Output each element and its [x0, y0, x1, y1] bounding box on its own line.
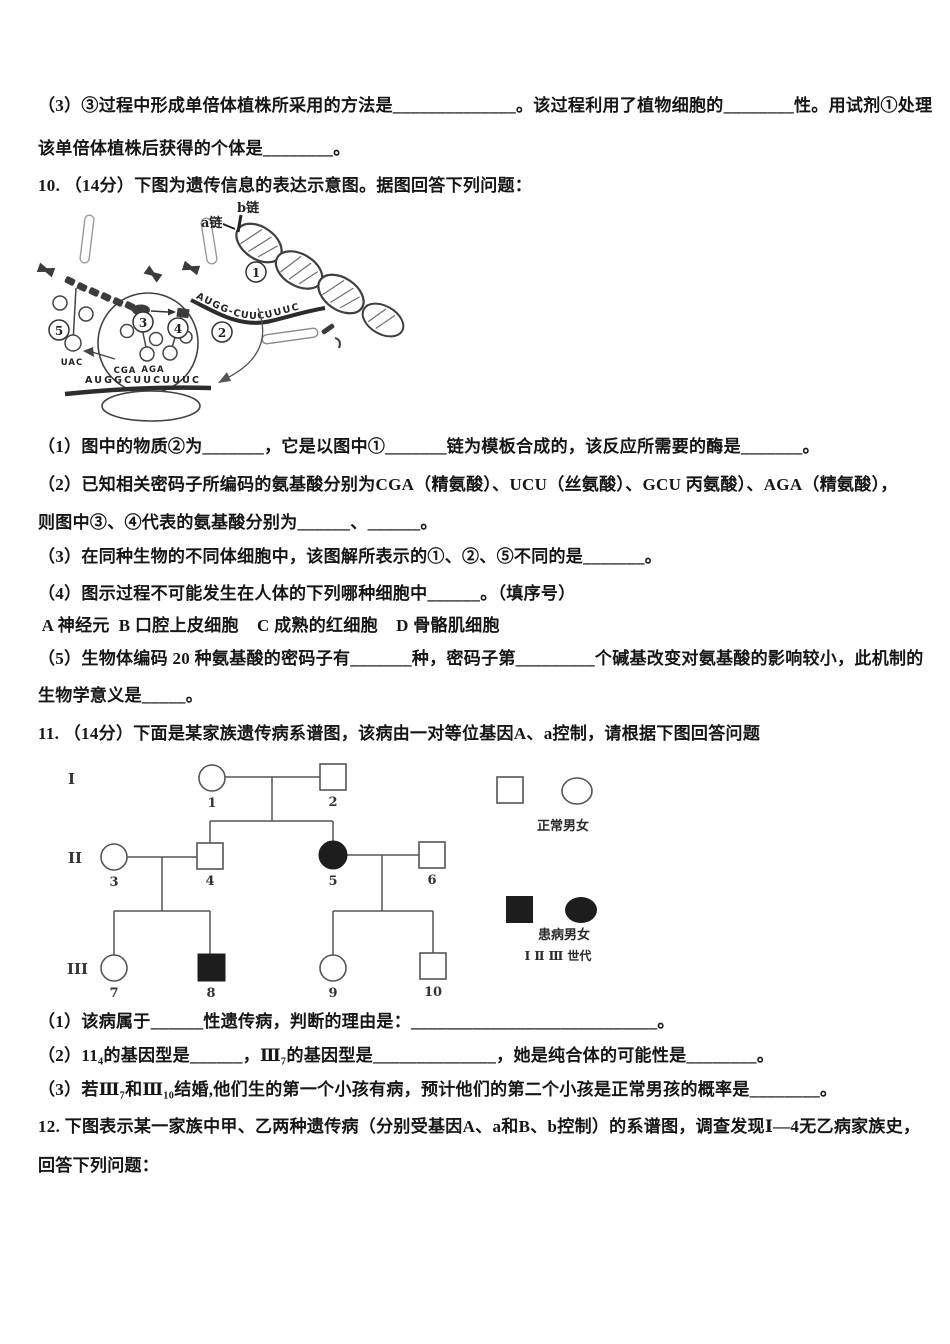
membrane-strip: [79, 214, 319, 345]
transfer-arrow: [150, 310, 169, 313]
free-amino-acid: [36, 260, 201, 283]
mrna-strand-ribosome: [64, 385, 212, 397]
q10-sub1: （1）图中的物质②为_______，它是以图中①_______链为模板合成的，该…: [38, 437, 820, 456]
strand-a-pointer: [222, 223, 236, 230]
pedigree-chart: I II III 1 2 3 4 5 6 7: [67, 763, 597, 1001]
svg-text:4: 4: [205, 874, 214, 889]
q10-sub5b: 生物学意义是_____。: [38, 686, 204, 705]
legend-affected-female-symbol: [565, 897, 597, 923]
generation-label-3: III: [67, 960, 88, 978]
svg-text:8: 8: [206, 986, 215, 1001]
svg-text:1: 1: [252, 266, 260, 280]
svg-text:9: 9: [328, 986, 337, 1001]
amino-acid-incoming: [176, 307, 190, 319]
label-4: 4: [167, 317, 189, 339]
pedigree-individual-I1: 1: [198, 764, 226, 811]
generation-label-2: II: [68, 849, 82, 867]
q10-sub5a: （5）生物体编码 20 种氨基酸的密码子有_______种，密码子第______…: [38, 649, 924, 668]
svg-text:1: 1: [207, 796, 216, 811]
label-2: 2: [211, 321, 233, 343]
q10-header: 10. （14分）下图为遗传信息的表达示意图。据图回答下列问题：: [38, 176, 533, 195]
q11-sub1: （1）该病属于______性遗传病，判断的理由是：_______________…: [38, 1012, 675, 1031]
rna-fragment: [321, 323, 341, 349]
anticodon-a-site: AGA: [141, 365, 164, 375]
label-1: 1: [245, 261, 267, 283]
legend-generations-label: Ⅰ Ⅱ Ⅲ 世代: [525, 948, 592, 963]
label-5: 5: [48, 319, 70, 341]
arrowhead: [218, 372, 231, 383]
pedigree-individual-II5-affected: 5: [318, 840, 348, 889]
q12-line1: 12. 下图表示某一家族中甲、乙两种遗传病（分别受基因A、a和B、b控制）的系谱…: [38, 1117, 921, 1136]
label-3: 3: [132, 311, 154, 333]
arrowhead: [83, 347, 94, 357]
q11-sub3: （3）若Ⅲ₇和Ⅲ₁₀结婚,他们生的第一个小孩有病，预计他们的第二个小孩是正常男孩…: [38, 1080, 838, 1099]
q11-sub2: （2）11₄的基因型是______，Ⅲ₇的基因型是______________，…: [38, 1046, 775, 1065]
q10-sub2a: （2）已知相关密码子所编码的氨基酸分别为CGA（精氨酸）、UCU（丝氨酸）、GC…: [38, 475, 898, 494]
q9-part3-line2: 该单倍体植株后获得的个体是________。: [38, 139, 351, 158]
pedigree-individual-III10: 10: [419, 952, 447, 1000]
mrna-strand-free: [190, 298, 326, 325]
trna-p-site: [119, 313, 164, 362]
trna-leaving: [52, 287, 94, 352]
trna-exit-arrow: [91, 351, 116, 360]
legend-normal-male-symbol: [496, 776, 524, 804]
svg-text:3: 3: [139, 316, 147, 330]
q10-sub3: （3）在同种生物的不同体细胞中，该图解所表示的①、②、⑤不同的是_______。: [38, 547, 662, 566]
legend-normal-female-symbol: [561, 777, 593, 805]
q10-sub4: （4）图示过程不可能发生在人体的下列哪种细胞中______。（填序号）: [38, 584, 576, 603]
dna-helix: [235, 222, 405, 338]
q10-sub4-options: A 神经元 B 口腔上皮细胞 C 成熟的红细胞 D 骨骼肌细胞: [38, 616, 500, 635]
legend-affected-label: 患病男女: [538, 927, 590, 943]
svg-text:2: 2: [328, 795, 337, 810]
strand-b-pointer: [236, 214, 243, 233]
anticodon-p-site: CGA: [114, 366, 137, 376]
anticodon-leaving: UAC: [61, 358, 83, 368]
strand-b-label: b链: [237, 200, 260, 216]
q9-part3-line1: （3）③过程中形成单倍体植株所采用的方法是______________。该过程利…: [38, 96, 933, 115]
pedigree-individual-II4: 4: [196, 842, 224, 889]
svg-text:3: 3: [109, 875, 118, 890]
svg-text:10: 10: [424, 985, 442, 1000]
q11-header: 11. （14分）下面是某家族遗传病系谱图，该病由一对等位基因A、a控制，请根据…: [38, 724, 761, 743]
ribosome-small-subunit: [101, 390, 201, 422]
pedigree-individual-III7: 7: [100, 954, 128, 1001]
svg-text:4: 4: [174, 322, 182, 336]
svg-text:7: 7: [109, 986, 118, 1001]
svg-text:6: 6: [427, 873, 436, 888]
arrowhead: [168, 308, 176, 316]
strand-a-label: a链: [201, 215, 223, 231]
pedigree-individual-III8-affected: 8: [197, 953, 226, 1001]
svg-text:5: 5: [55, 324, 63, 338]
pedigree-individual-II3: 3: [100, 843, 128, 890]
gene-expression-diagram: b链 a链 AUGG-CUUCUUUC: [36, 200, 405, 422]
svg-text:2: 2: [218, 326, 226, 340]
mrna-to-ribosome-arrow: [224, 307, 264, 380]
pedigree-lines: [113, 776, 434, 955]
svg-text:5: 5: [328, 874, 337, 889]
pedigree-individual-II6: 6: [418, 841, 446, 888]
pedigree-individual-III9: 9: [319, 954, 347, 1001]
legend-affected-male-symbol: [506, 896, 533, 923]
q12-line2: 回答下列问题：: [38, 1156, 160, 1175]
q10-sub2b: 则图中③、④代表的氨基酸分别为______、______。: [38, 513, 438, 532]
pedigree-individual-I2: 2: [319, 763, 347, 810]
legend-normal-label: 正常男女: [537, 818, 589, 834]
pedigree-legend: 正常男女 患病男女 Ⅰ Ⅱ Ⅲ 世代: [496, 776, 597, 963]
generation-label-1: I: [68, 770, 75, 788]
